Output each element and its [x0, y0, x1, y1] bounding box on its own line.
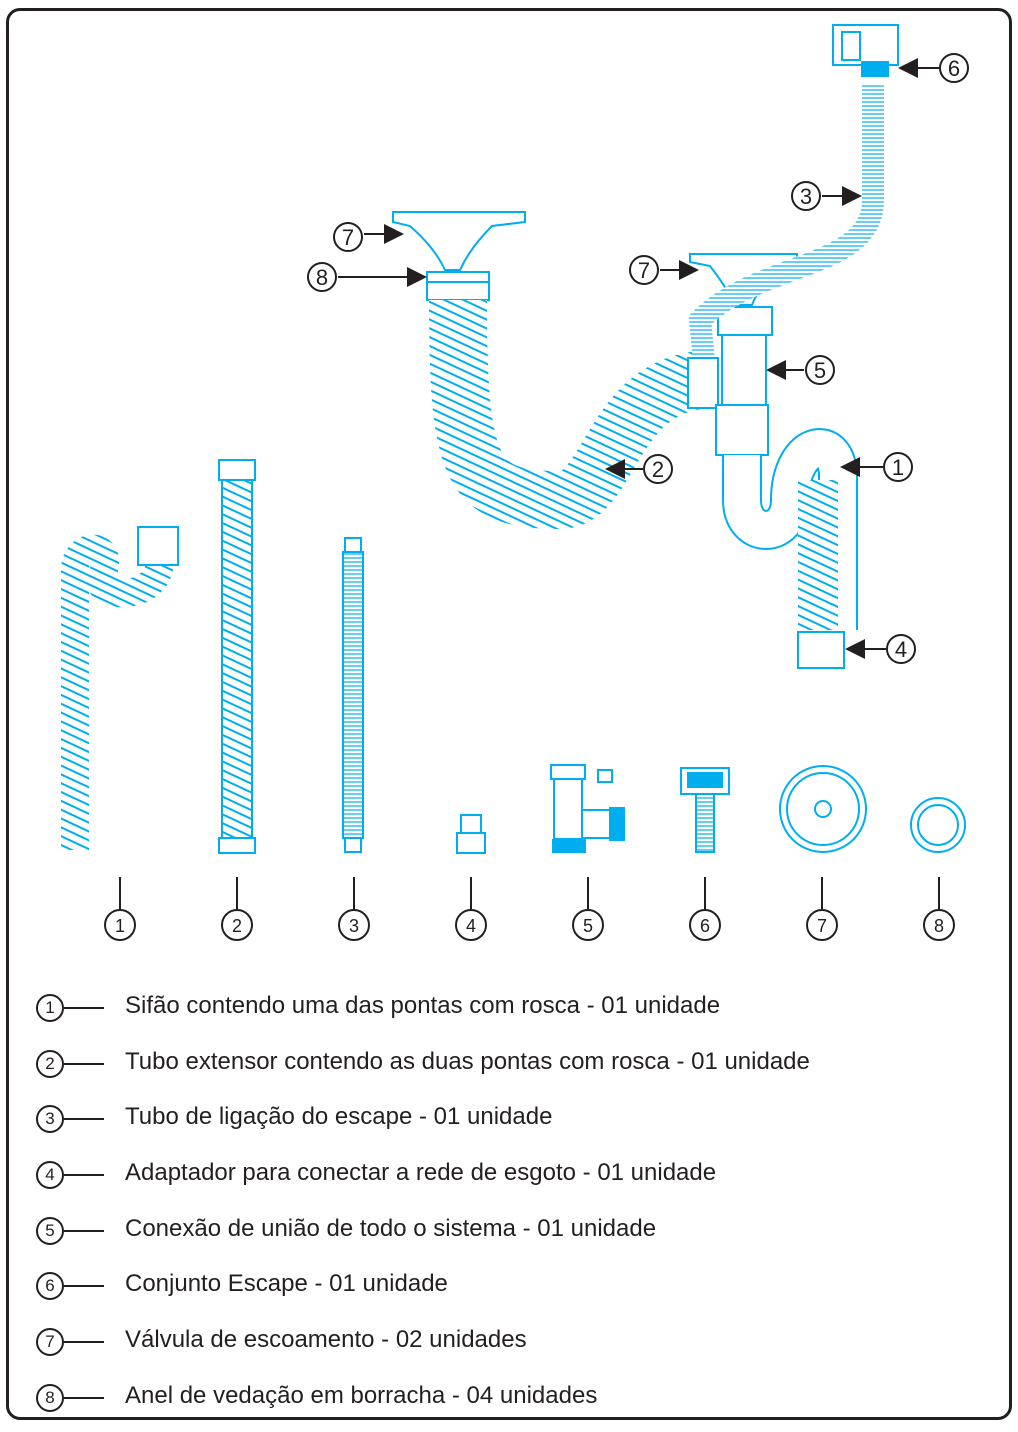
callout-badge — [629, 255, 659, 285]
part-badge — [689, 909, 721, 941]
callout-badges — [307, 53, 969, 664]
legend-number: 6 — [36, 1272, 64, 1301]
legend-text: Válvula de escoamento - 02 unidades — [125, 1326, 527, 1354]
part-label: 7 — [817, 916, 827, 936]
legend-item: 5 Conexão de união de todo o sistema - 0… — [36, 1209, 976, 1265]
part-8-rubber-ring — [910, 797, 966, 853]
callout-label: 7 — [342, 225, 354, 250]
legend-item: 7 Válvula de escoamento - 02 unidades — [36, 1320, 976, 1376]
callout-badge — [791, 181, 821, 211]
part-6-escape-set — [680, 767, 730, 853]
callout-label: 1 — [892, 455, 904, 480]
part-badge — [806, 909, 838, 941]
legend-number: 8 — [36, 1383, 64, 1412]
callout-badge — [805, 355, 835, 385]
part-label: 6 — [700, 916, 710, 936]
callout-arrows — [338, 58, 940, 659]
legend-item: 1 Sifão contendo uma das pontas com rosc… — [36, 986, 976, 1042]
legend-text: Conexão de união de todo o sistema - 01 … — [125, 1214, 657, 1242]
callout-badge — [643, 454, 673, 484]
legend-dash — [64, 1396, 104, 1399]
part-badges — [104, 909, 955, 941]
callout-label: 2 — [652, 457, 664, 482]
legend-dash — [64, 1285, 104, 1288]
part-label: 1 — [115, 916, 125, 936]
part-label: 2 — [232, 916, 242, 936]
assembled-system — [392, 24, 899, 669]
part-5-union — [550, 764, 625, 853]
callout-badge — [333, 222, 363, 252]
callout-label: 6 — [948, 56, 960, 81]
legend-text: Conjunto Escape - 01 unidade — [125, 1270, 448, 1298]
part-badge — [338, 909, 370, 941]
diagram-frame — [6, 8, 1012, 1420]
parts-row — [61, 459, 966, 854]
legend-item: 2 Tubo extensor contendo as duas pontas … — [36, 1042, 976, 1098]
part-label: 3 — [349, 916, 359, 936]
callout-label: 5 — [814, 358, 826, 383]
legend-dash — [64, 1007, 104, 1009]
legend-text: Sifão contendo uma das pontas com rosca … — [125, 992, 721, 1019]
legend-item: 8 Anel de vedação em borracha - 04 unida… — [36, 1376, 976, 1432]
part-2-extension-tube — [218, 459, 256, 854]
part-label: 4 — [466, 916, 476, 936]
legend-text: Tubo de ligação do escape - 01 unidade — [125, 1103, 553, 1131]
part-label: 8 — [934, 916, 944, 936]
legend-number: 3 — [36, 1105, 64, 1134]
part-labels: 1 2 3 4 5 6 7 8 — [115, 916, 944, 936]
legend-item: 3 Tubo de ligação do escape - 01 unidade — [36, 1097, 976, 1153]
legend-number: 4 — [36, 1161, 64, 1190]
part-badge — [572, 909, 604, 941]
legend-text: Adaptador para conectar a rede de esgoto… — [125, 1159, 717, 1187]
callout-badge — [883, 452, 913, 482]
adapter-assembled — [797, 631, 845, 669]
legend-item: 6 Conjunto Escape - 01 unidade — [36, 1264, 976, 1320]
legend-item: 4 Adaptador para conectar a rede de esgo… — [36, 1153, 976, 1209]
part-leaders — [119, 877, 940, 910]
callout-badge — [939, 53, 969, 83]
part-1-siphon — [61, 526, 179, 850]
legend-dash — [64, 1341, 104, 1344]
legend-text: Tubo extensor contendo as duas pontas co… — [125, 1047, 810, 1075]
kit-assembly-diagram: 6 3 7 8 7 5 2 1 4 — [61, 24, 969, 941]
callout-label: 7 — [638, 258, 650, 283]
part-badge — [221, 909, 253, 941]
callout-label: 4 — [895, 637, 907, 662]
callout-badge — [886, 634, 916, 664]
legend-number: 1 — [36, 994, 64, 1022]
legend-text: Anel de vedação em borracha - 04 unidade… — [125, 1381, 598, 1409]
legend-dash — [64, 1062, 104, 1065]
part-badge — [923, 909, 955, 941]
part-badge — [104, 909, 136, 941]
legend-dash — [64, 1174, 104, 1177]
part-badge — [455, 909, 487, 941]
part-label: 5 — [583, 916, 593, 936]
legend-dash — [64, 1229, 104, 1232]
callout-badge — [307, 262, 337, 292]
callout-labels: 6 3 7 8 7 5 2 1 4 — [316, 56, 960, 662]
left-drain-valve — [392, 211, 526, 301]
legend-number: 5 — [36, 1216, 64, 1245]
union-connection-assembled — [687, 334, 769, 456]
escape-tube-assembled — [688, 85, 884, 372]
part-4-adapter — [456, 814, 486, 854]
escape-set-assembled — [832, 24, 899, 77]
callout-label: 3 — [800, 184, 812, 209]
part-7-drain-valve — [779, 765, 867, 853]
callout-label: 8 — [316, 265, 328, 290]
extension-tube-assembled — [429, 299, 706, 530]
part-3-escape-tube — [342, 537, 364, 853]
legend-dash — [64, 1118, 104, 1121]
legend-number: 2 — [36, 1049, 64, 1078]
parts-legend: 1 Sifão contendo uma das pontas com rosc… — [36, 986, 976, 1432]
legend-number: 7 — [36, 1328, 64, 1357]
